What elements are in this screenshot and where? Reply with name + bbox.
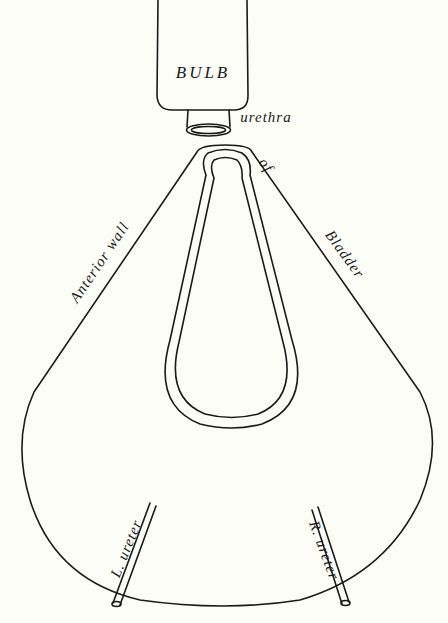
part-label: Bladder	[323, 227, 368, 281]
bulb-label-box: BULB	[160, 50, 246, 96]
bulb-outline	[157, 0, 248, 110]
part-name: BULB	[176, 63, 231, 83]
left-ureter-end	[112, 602, 121, 607]
bladder-outline	[22, 145, 433, 606]
part-label: of	[256, 155, 276, 175]
part-label: R. ureter	[306, 518, 341, 581]
urethra-lumen	[192, 127, 226, 134]
trigone-inner	[175, 158, 287, 418]
part-label: urethra	[240, 110, 291, 125]
part-label: L. ureter	[108, 517, 145, 579]
right-ureter-end	[341, 601, 350, 606]
urethra-opening	[187, 124, 231, 136]
trigone-outer	[165, 150, 298, 429]
